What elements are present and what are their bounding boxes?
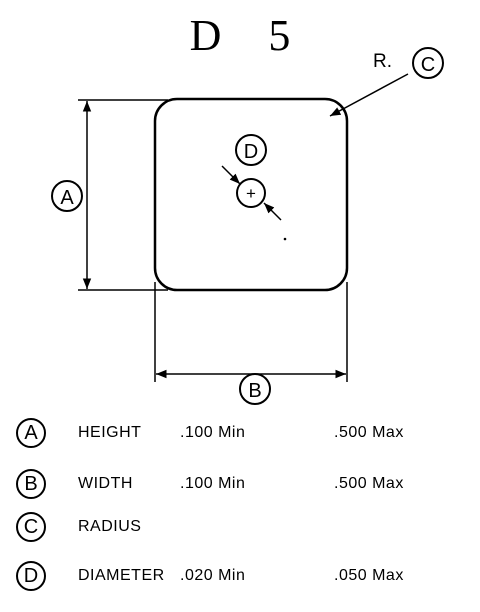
hole-circle bbox=[236, 178, 266, 208]
spec-row-name: HEIGHT bbox=[78, 424, 142, 441]
diagram-title: D 5 bbox=[189, 11, 309, 60]
spec-row-min: .020 Min bbox=[180, 567, 246, 584]
part-outline bbox=[153, 97, 349, 292]
spec-row-letter: C bbox=[16, 512, 46, 542]
spec-row-max: .050 Max bbox=[334, 567, 404, 584]
callout-c-circle bbox=[412, 47, 444, 79]
callout-b-label: B bbox=[248, 380, 261, 402]
spec-row-min: .100 Min bbox=[180, 475, 246, 492]
spec-row-name: RADIUS bbox=[78, 518, 142, 535]
callout-b-circle bbox=[239, 373, 271, 405]
hole-center-mark: + bbox=[246, 184, 256, 203]
spec-row-letter: B bbox=[16, 469, 46, 499]
diameter-leader-upper bbox=[221, 165, 241, 185]
spec-row-letter: D bbox=[16, 561, 46, 591]
spec-row-max: .500 Max bbox=[334, 475, 404, 492]
spec-row-width: B WIDTH .100 Min .500 Max bbox=[16, 469, 466, 503]
spec-row-name: WIDTH bbox=[78, 475, 133, 492]
leader-dot bbox=[283, 237, 287, 241]
callout-d-label: D bbox=[244, 141, 258, 163]
callout-c-label: C bbox=[421, 54, 435, 76]
spec-row-radius: C RADIUS bbox=[16, 512, 466, 546]
callout-a-label: A bbox=[60, 187, 74, 209]
spec-row-letter: A bbox=[16, 418, 46, 448]
spec-row-min: .100 Min bbox=[180, 424, 246, 441]
spec-row-diameter: D DIAMETER .020 Min .050 Max bbox=[16, 561, 466, 595]
diameter-leader-lower bbox=[263, 202, 282, 221]
callout-a-circle bbox=[51, 180, 83, 212]
radius-prefix-label: R. bbox=[373, 51, 392, 72]
spec-row-name: DIAMETER bbox=[78, 567, 165, 584]
spec-row-max: .500 Max bbox=[334, 424, 404, 441]
callout-d-circle bbox=[235, 134, 267, 166]
spec-row-height: A HEIGHT .100 Min .500 Max bbox=[16, 418, 466, 452]
radius-leader bbox=[329, 73, 409, 117]
